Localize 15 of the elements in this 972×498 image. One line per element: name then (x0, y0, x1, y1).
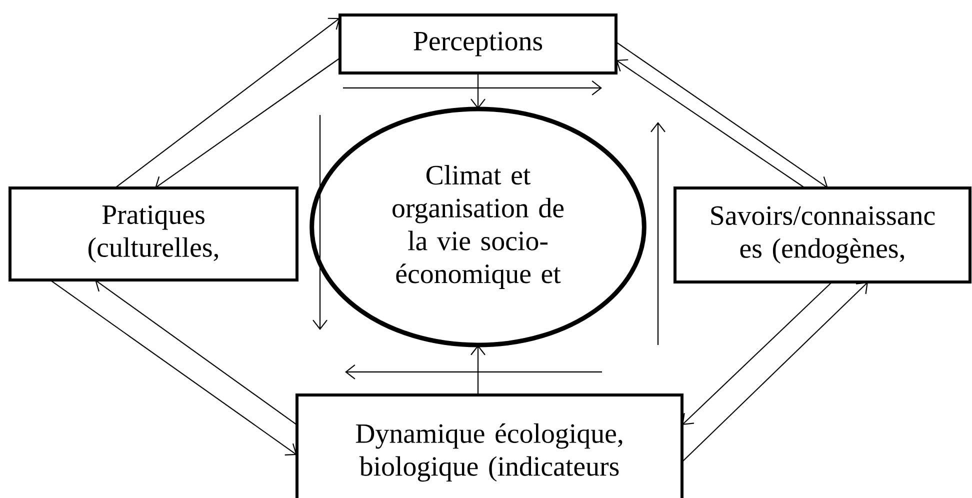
arrow (155, 58, 340, 189)
arrow (616, 59, 806, 188)
process-box: Pratiques (culturelles, (8, 186, 298, 282)
arrow (616, 42, 828, 189)
arrow (114, 18, 340, 188)
arrow (470, 344, 486, 395)
process-box: Perceptions (338, 14, 618, 74)
arrow (95, 280, 298, 426)
arrow (50, 280, 297, 456)
arrow (682, 282, 868, 462)
process-box: Savoirs/connaissanc es (endogènes, (674, 186, 972, 284)
arrow (470, 72, 486, 109)
arrow (682, 282, 832, 425)
oval-node: Climat et organisation de la vie socio-économique et (310, 106, 646, 348)
process-box: Dynamique écologique, biologique (indicateurs (296, 393, 684, 498)
